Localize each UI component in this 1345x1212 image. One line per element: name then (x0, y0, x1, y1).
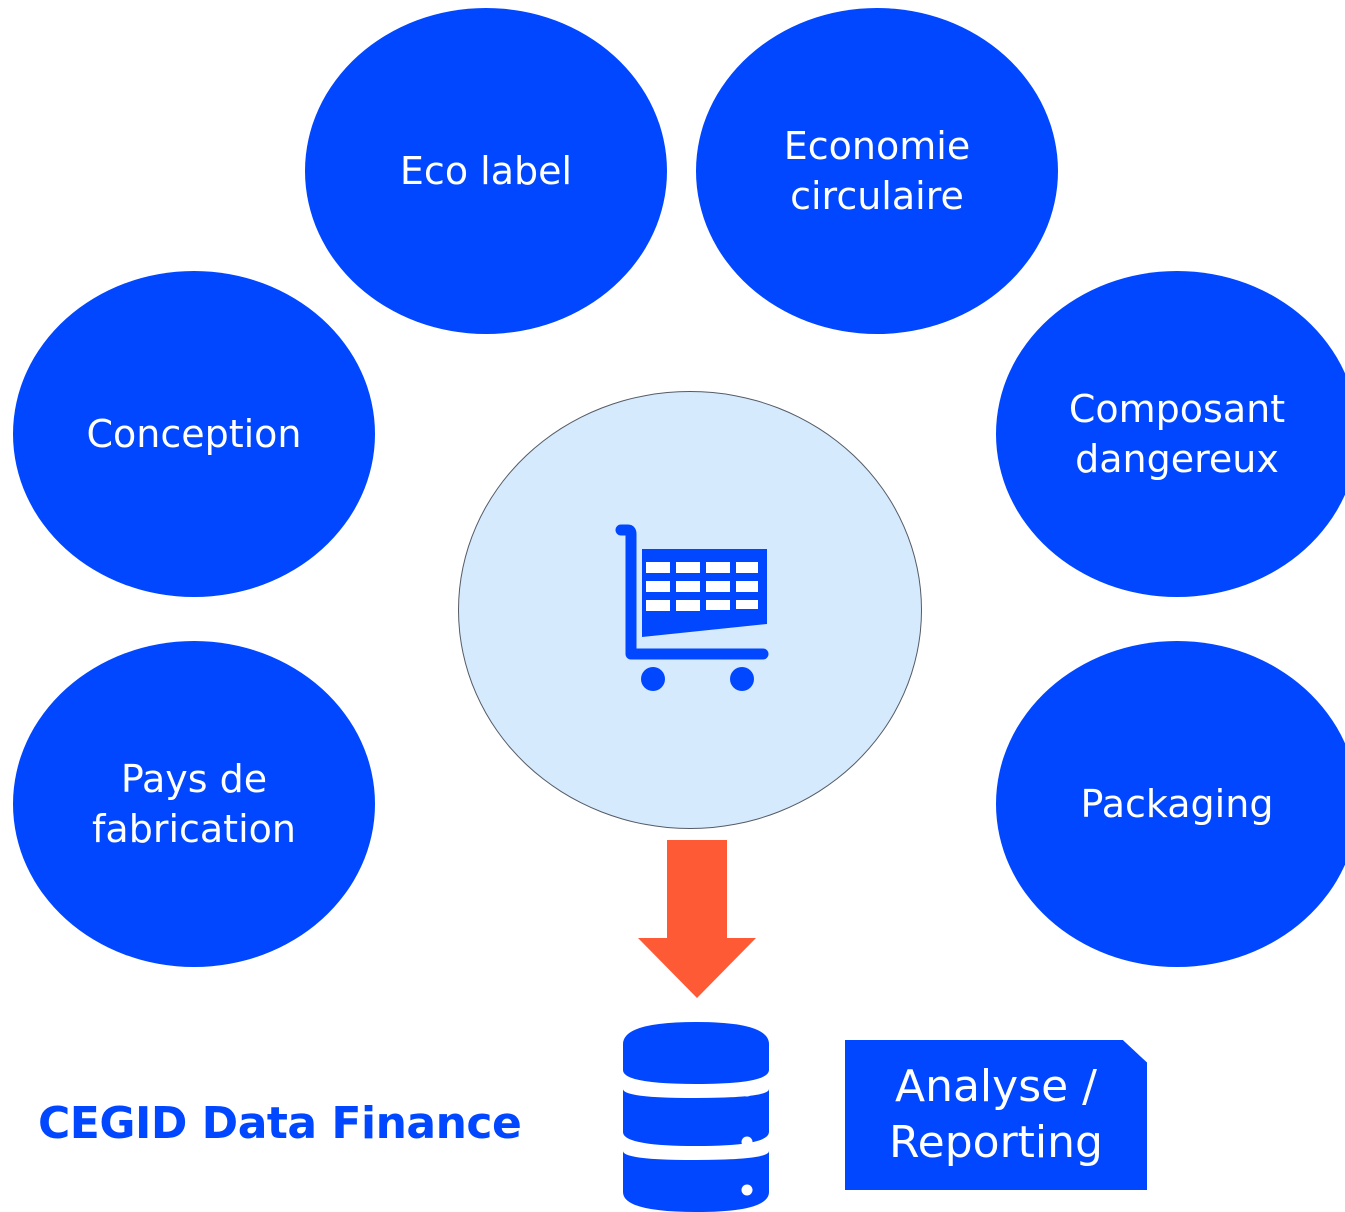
shopping-cart-icon (615, 524, 769, 691)
analyse-reporting-box: Analyse / Reporting (845, 1040, 1147, 1190)
bubble-eco-label-text: Eco label (399, 148, 573, 193)
bubble-conception: Conception (13, 271, 375, 597)
arrow-down-icon (638, 840, 756, 998)
bubble-packaging-text: Packaging (1080, 781, 1274, 826)
brand-title: CEGID Data Finance (38, 1098, 522, 1149)
bubble-eco-label: Eco label (305, 8, 667, 334)
bubble-conception-text: Conception (86, 411, 302, 456)
bubble-packaging: Packaging (996, 641, 1345, 967)
bubble-economie-circulaire: Economie circulaire (696, 8, 1058, 334)
database-icon (623, 1022, 769, 1212)
bubble-pays-de-fabrication-text: Pays de fabrication (92, 756, 296, 851)
bubble-pays-de-fabrication: Pays de fabrication (13, 641, 375, 967)
analyse-reporting-label: Analyse / Reporting (889, 1060, 1103, 1168)
bubble-composant-dangereux: Composant dangereux (996, 271, 1345, 597)
bubble-composant-dangereux-text: Composant dangereux (1068, 386, 1286, 481)
bubble-economie-circulaire-text: Economie circulaire (783, 123, 971, 218)
